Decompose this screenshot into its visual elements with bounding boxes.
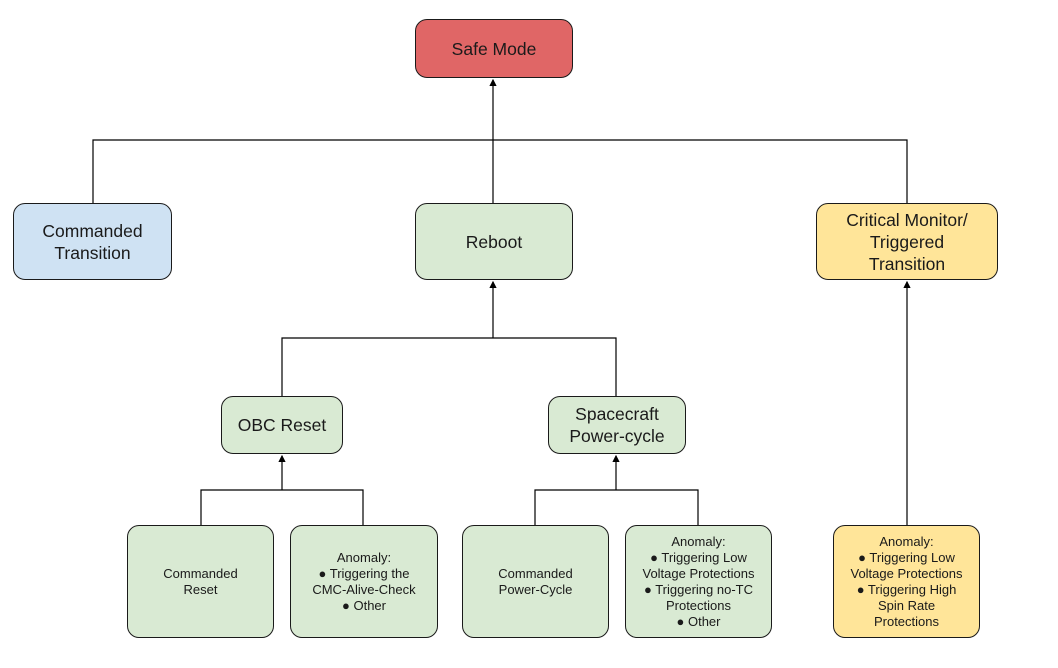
connector-leaves-to-power-cycle [534,489,699,525]
node-commanded-transition: Commanded Transition [13,203,172,280]
node-reboot: Reboot [415,203,573,280]
node-reboot-label: Reboot [465,231,523,252]
node-commanded-transition-label: Commanded Transition [42,220,143,263]
node-anomaly-low-voltage-notc-label: Anomaly: ● Triggering Low Voltage Protec… [642,533,755,629]
node-anomaly-low-voltage-notc: Anomaly: ● Triggering Low Voltage Protec… [625,525,772,638]
node-obc-reset: OBC Reset [221,396,343,454]
connector-leaves-to-obc-reset [200,489,364,525]
connector-obc-reset-to-reboot [281,337,617,396]
node-commanded-reset-label: Commanded Reset [163,565,238,597]
node-anomaly-low-voltage-spin: Anomaly: ● Triggering Low Voltage Protec… [833,525,980,638]
node-anomaly-low-voltage-spin-label: Anomaly: ● Triggering Low Voltage Protec… [850,533,963,629]
node-obc-reset-label: OBC Reset [237,415,327,435]
node-commanded-reset: Commanded Reset [127,525,274,638]
node-critical-monitor: Critical Monitor/ Triggered Transition [816,203,998,280]
connector-commanded-to-safe-mode [92,139,493,203]
node-anomaly-cmc-label: Anomaly: ● Triggering the CMC-Alive-Chec… [312,549,416,613]
node-safe-mode: Safe Mode [415,19,573,78]
node-spacecraft-power-cycle-label: Spacecraft Power-cycle [569,404,665,446]
node-critical-monitor-label: Critical Monitor/ Triggered Transition [846,209,968,274]
node-safe-mode-label: Safe Mode [451,38,537,59]
node-commanded-power-cycle: Commanded Power-Cycle [462,525,609,638]
connector-critical-to-safe-mode [493,139,908,203]
node-spacecraft-power-cycle: Spacecraft Power-cycle [548,396,686,454]
node-commanded-power-cycle-label: Commanded Power-Cycle [498,565,573,597]
node-anomaly-cmc: Anomaly: ● Triggering the CMC-Alive-Chec… [290,525,438,638]
